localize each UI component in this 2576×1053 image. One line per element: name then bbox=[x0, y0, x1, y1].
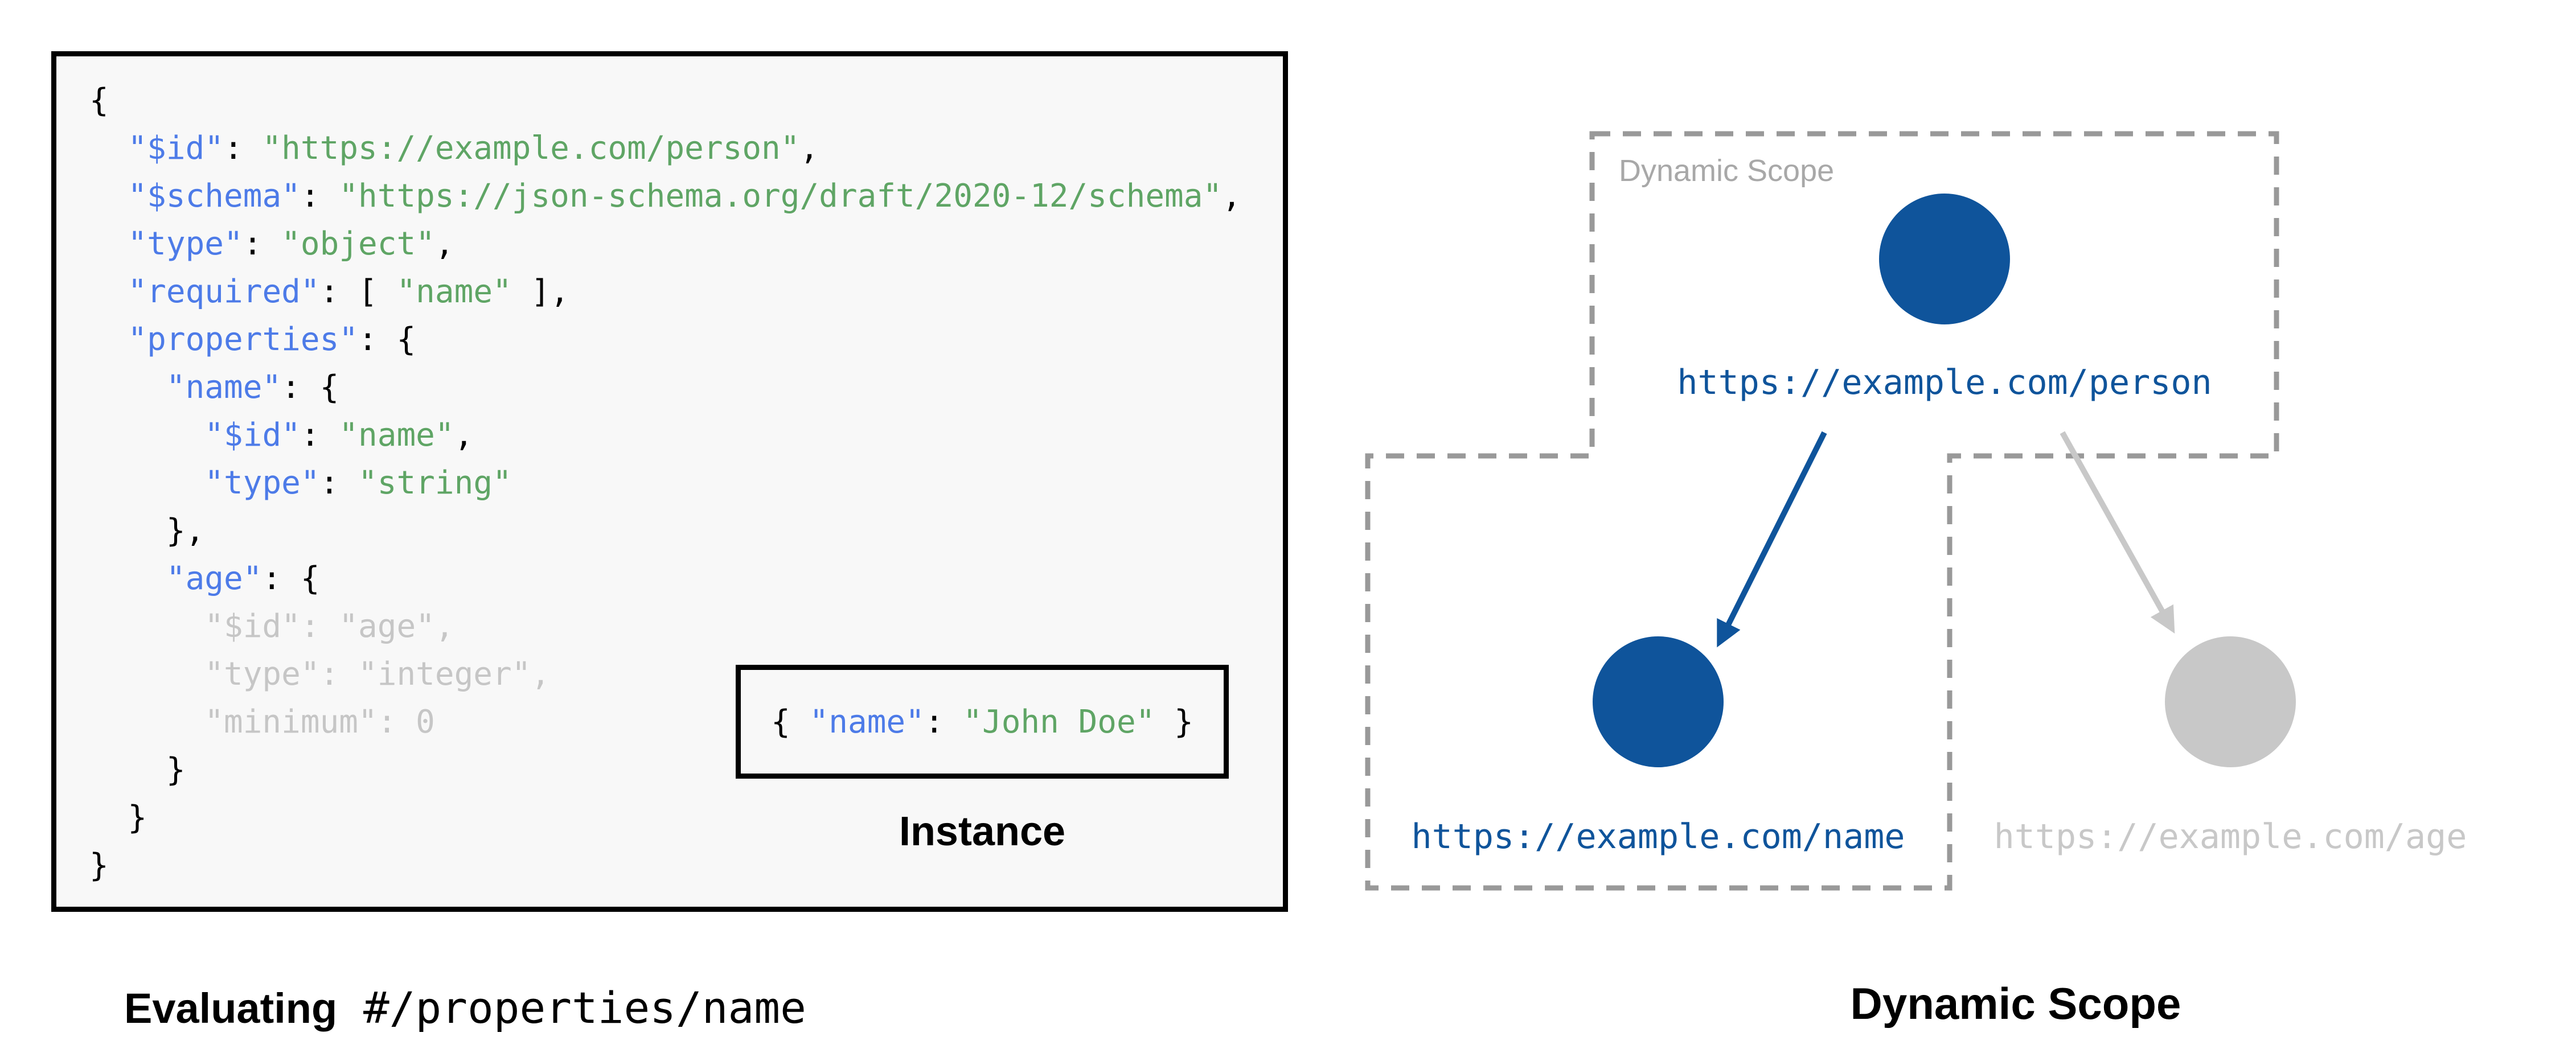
code-segment-plain: } bbox=[1155, 703, 1193, 741]
code-segment-plain: : { bbox=[262, 560, 320, 597]
code-segment-plain: , bbox=[434, 225, 454, 262]
schema-json-code: { "$id": "https://example.com/person", "… bbox=[89, 77, 1241, 890]
arrow-person-to-age bbox=[2060, 431, 2175, 634]
code-segment-plain: : [ bbox=[319, 273, 397, 310]
code-segment-key: "name" bbox=[809, 703, 925, 741]
evaluating-caption-bold: Evaluating bbox=[124, 985, 338, 1032]
code-segment-plain: : bbox=[319, 464, 359, 501]
code-segment-key: "properties" bbox=[128, 321, 359, 358]
code-line: "type": "object", bbox=[89, 220, 1241, 268]
code-line: "required": [ "name" ], bbox=[89, 268, 1241, 316]
code-segment-key: "type" bbox=[204, 464, 320, 501]
person-node-circle bbox=[1879, 194, 2010, 324]
code-segment-key: "$id" bbox=[204, 417, 301, 454]
code-segment-plain: } bbox=[89, 751, 186, 788]
code-segment-dim: "type": "integer", bbox=[89, 656, 551, 693]
code-segment-dim: "$id": "age", bbox=[89, 608, 454, 645]
person-node-url: https://example.com/person bbox=[1677, 363, 2212, 402]
age-node-circle bbox=[2165, 636, 2296, 767]
code-segment-plain: : bbox=[300, 178, 339, 215]
code-segment-plain: : bbox=[243, 225, 282, 262]
code-segment-plain: : bbox=[224, 130, 262, 167]
code-segment-string: "https://example.com/person" bbox=[262, 130, 800, 167]
evaluating-caption: Evaluating #/properties/name bbox=[124, 982, 806, 1033]
code-segment-key: "age" bbox=[166, 560, 262, 597]
code-line: "type": "integer", bbox=[89, 651, 1241, 698]
code-segment-plain: : { bbox=[281, 369, 339, 406]
code-segment-string: "object" bbox=[281, 225, 435, 262]
code-segment-plain: : bbox=[300, 417, 339, 454]
code-line: { bbox=[89, 77, 1241, 125]
code-line: "name": { bbox=[89, 364, 1241, 412]
code-line: "$id": "https://example.com/person", bbox=[89, 125, 1241, 172]
code-line: "age": { bbox=[89, 555, 1241, 603]
name-node-url: https://example.com/name bbox=[1412, 817, 1905, 857]
code-segment-string: "John Doe" bbox=[963, 703, 1155, 741]
age-node-url: https://example.com/age bbox=[1994, 817, 2467, 857]
dynamic-scope-inline-label: Dynamic Scope bbox=[1619, 154, 1834, 188]
code-line: }, bbox=[89, 507, 1241, 555]
code-segment-plain: , bbox=[799, 130, 819, 167]
code-line: } bbox=[89, 746, 1241, 794]
code-segment-plain: } bbox=[89, 847, 109, 884]
code-line: } bbox=[89, 842, 1241, 890]
code-segment-plain: } bbox=[89, 799, 147, 836]
code-segment-plain: }, bbox=[89, 512, 205, 549]
code-segment-key: "$schema" bbox=[128, 178, 301, 215]
code-line: } bbox=[89, 794, 1241, 842]
code-segment-plain: { bbox=[89, 82, 109, 119]
json-pointer-path: #/properties/name bbox=[363, 982, 806, 1033]
code-line: "properties": { bbox=[89, 316, 1241, 364]
code-segment-string: "name" bbox=[396, 273, 512, 310]
arrow-person-to-name bbox=[1717, 431, 1827, 648]
code-line: "$id": "name", bbox=[89, 412, 1241, 459]
code-segment-plain: , bbox=[1222, 178, 1241, 215]
instance-box: { "name": "John Doe" } bbox=[736, 665, 1229, 779]
code-segment-string: "string" bbox=[358, 464, 512, 501]
code-segment-key: "required" bbox=[128, 273, 320, 310]
code-segment-string: "https://json-schema.org/draft/2020-12/s… bbox=[339, 178, 1223, 215]
code-segment-key: "$id" bbox=[128, 130, 224, 167]
code-segment-key: "type" bbox=[128, 225, 243, 262]
instance-label: Instance bbox=[899, 809, 1066, 854]
code-line: "$id": "age", bbox=[89, 603, 1241, 651]
code-segment-plain: ], bbox=[511, 273, 569, 310]
schema-code-panel: { "$id": "https://example.com/person", "… bbox=[51, 51, 1288, 912]
name-node-circle bbox=[1593, 636, 1724, 767]
code-segment-plain: : { bbox=[358, 321, 416, 358]
code-segment-key: "name" bbox=[166, 369, 282, 406]
code-line: "$schema": "https://json-schema.org/draf… bbox=[89, 172, 1241, 220]
code-line: "minimum": 0 bbox=[89, 698, 1241, 746]
code-segment-plain: { bbox=[771, 703, 810, 741]
code-segment-string: "name" bbox=[339, 417, 454, 454]
dynamic-scope-outline bbox=[1365, 131, 2279, 891]
instance-json: { "name": "John Doe" } bbox=[771, 704, 1193, 741]
code-segment-dim: "minimum": 0 bbox=[89, 704, 435, 741]
dynamic-scope-caption: Dynamic Scope bbox=[1850, 978, 2181, 1029]
code-segment-plain: , bbox=[454, 417, 474, 454]
code-line: "type": "string" bbox=[89, 459, 1241, 507]
code-segment-plain: : bbox=[924, 703, 963, 741]
